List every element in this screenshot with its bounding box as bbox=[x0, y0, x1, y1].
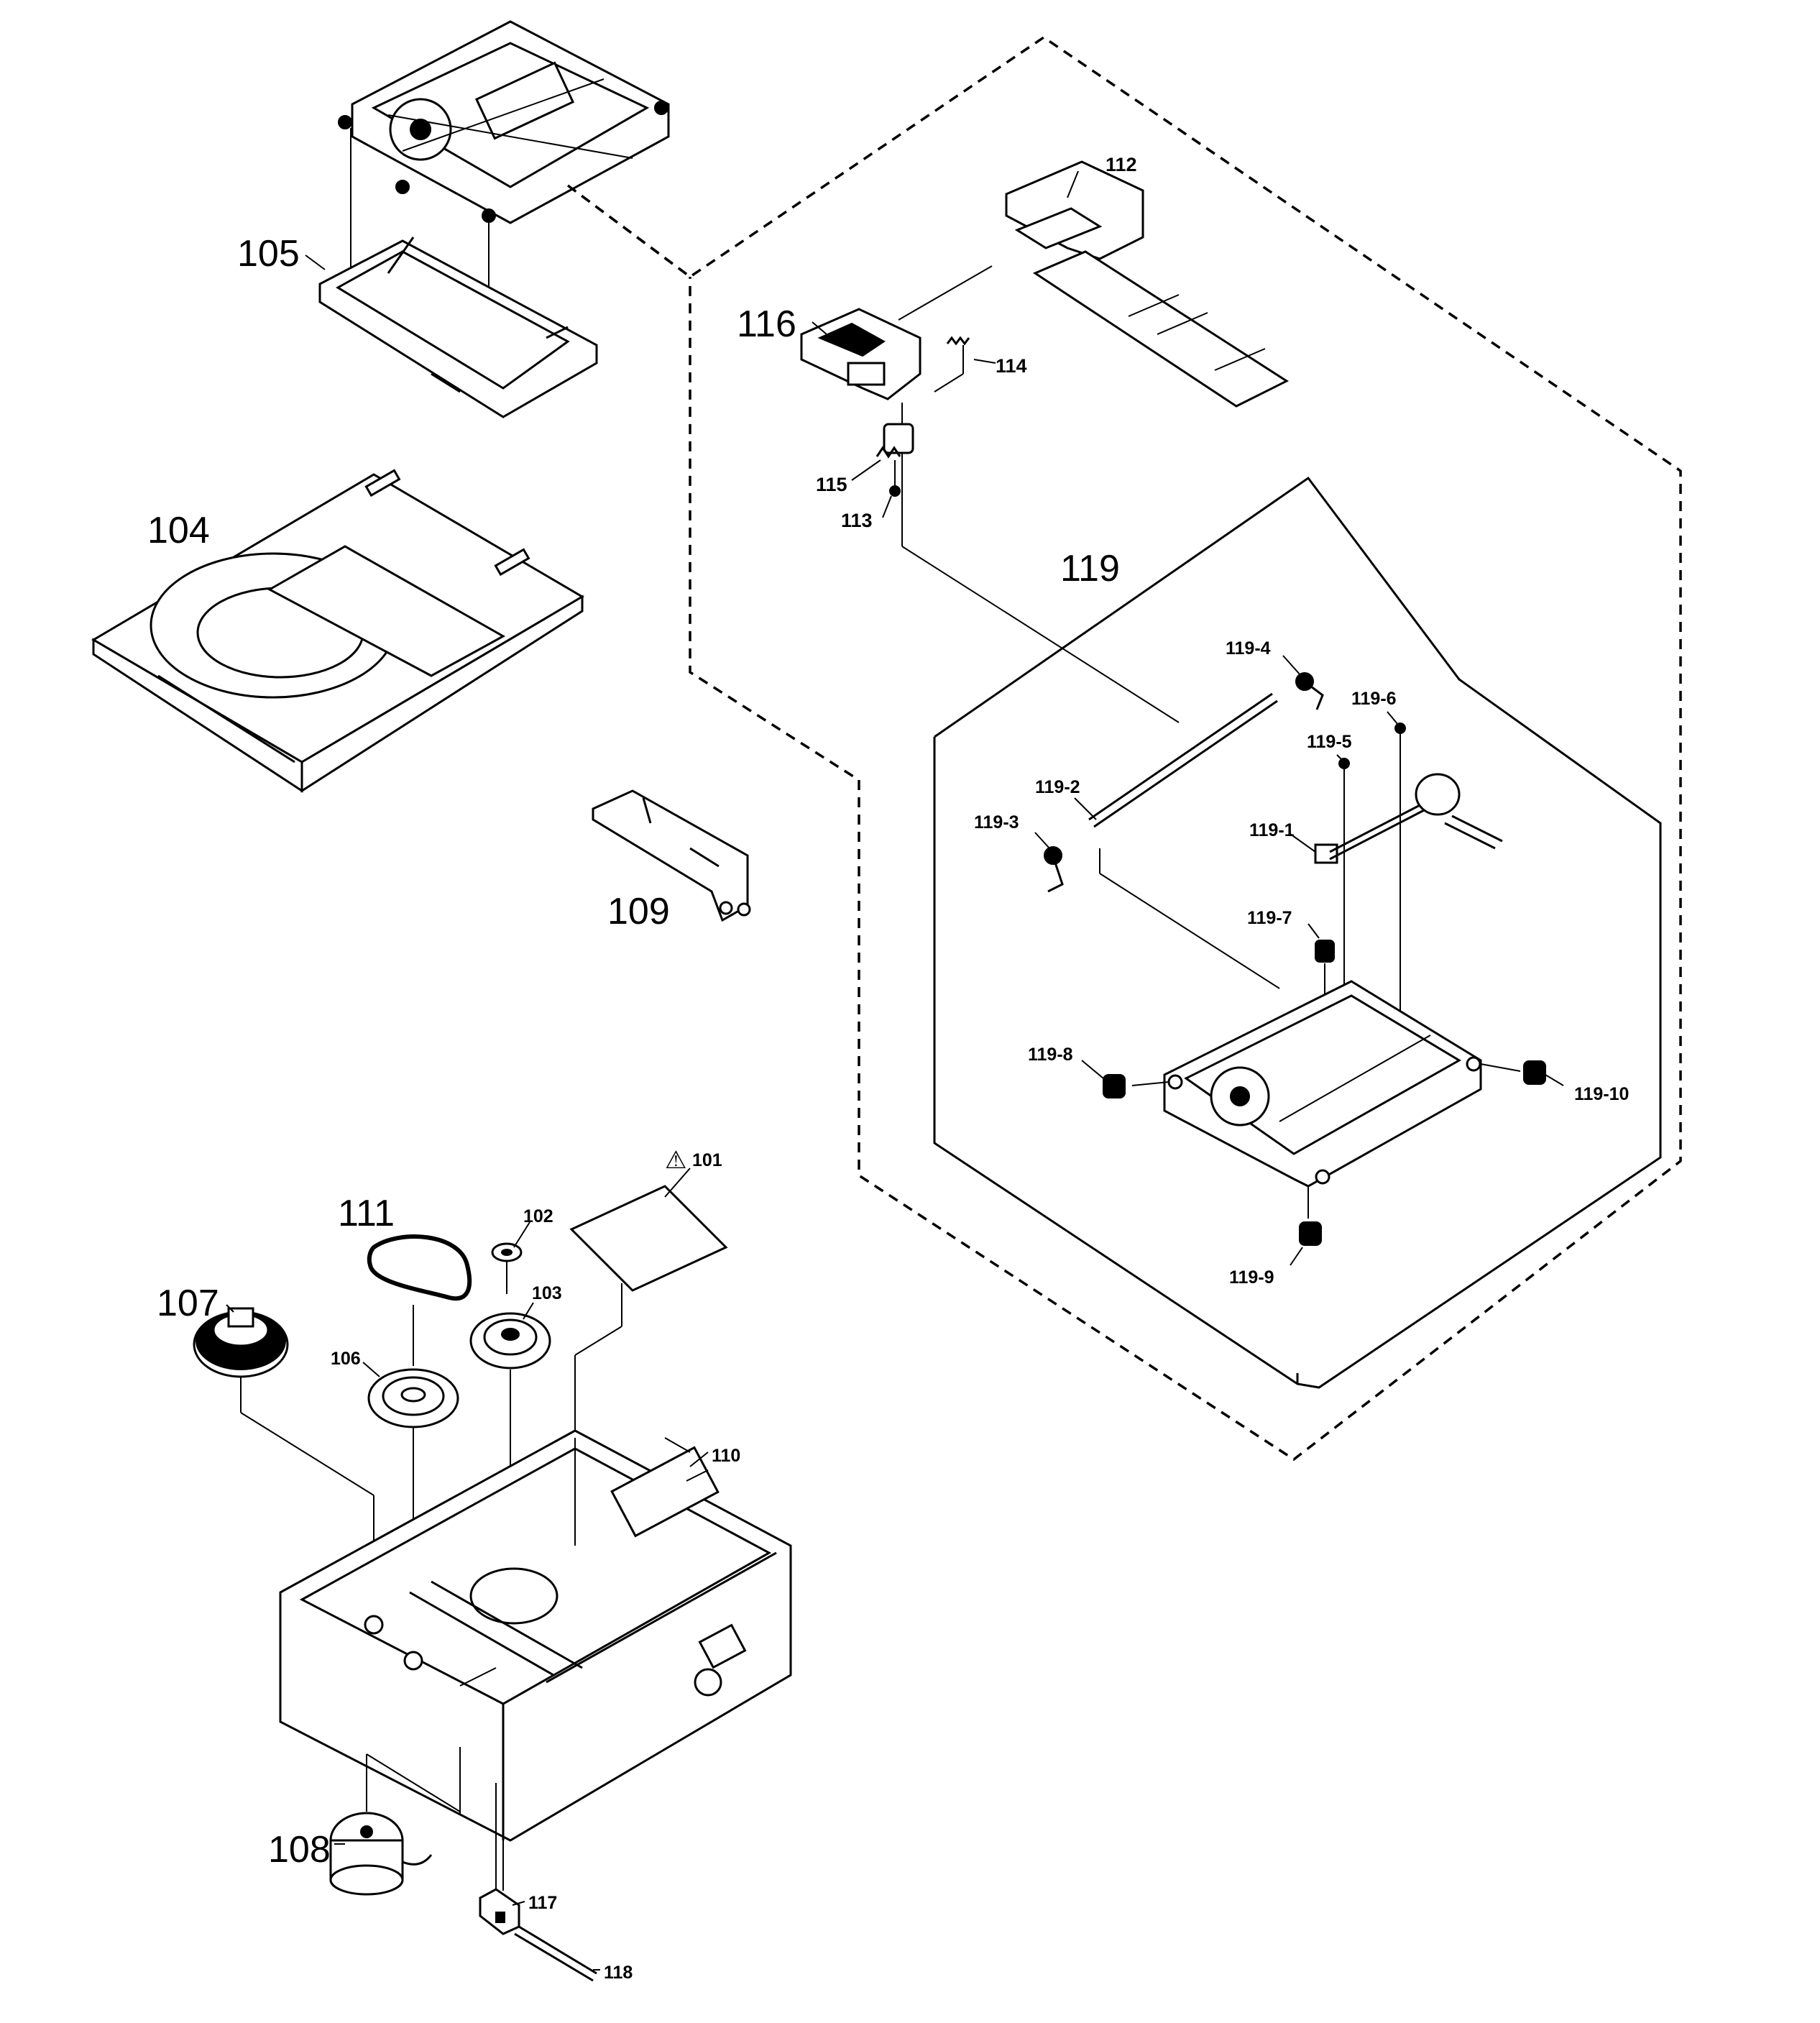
label-107: 107 bbox=[157, 1283, 219, 1324]
label-116: 116 bbox=[737, 303, 796, 345]
assembly-119-frame bbox=[933, 476, 1662, 1389]
label-119-6: 119-6 bbox=[1351, 689, 1397, 709]
label-117: 117 bbox=[528, 1893, 557, 1913]
part-119-8-damper bbox=[1103, 1074, 1126, 1098]
part-119-7-damper bbox=[1315, 940, 1335, 1021]
part-112-flex-cable bbox=[1005, 160, 1290, 408]
part-105-mechanism bbox=[318, 20, 691, 418]
label-119-5: 119-5 bbox=[1307, 732, 1352, 752]
label-119-8: 119-8 bbox=[1028, 1045, 1073, 1065]
part-110-main-chassis bbox=[279, 1429, 792, 1842]
label-110: 110 bbox=[712, 1446, 740, 1466]
label-102: 102 bbox=[523, 1206, 553, 1226]
label-119-10: 119-10 bbox=[1574, 1084, 1629, 1104]
label-119-1: 119-1 bbox=[1249, 820, 1295, 840]
part-119-3-spring bbox=[1044, 846, 1064, 893]
part-119-2-guide-shaft bbox=[1088, 692, 1280, 989]
label-104: 104 bbox=[147, 510, 210, 551]
part-107-pulley-gear bbox=[193, 1307, 374, 1621]
label-109: 109 bbox=[607, 891, 670, 932]
part-102-washer bbox=[491, 1242, 523, 1294]
part-104-tray bbox=[91, 469, 584, 793]
part-labels: 105 104 109 116 119 111 107 108 112 114 … bbox=[147, 154, 1629, 1983]
dashed-callout-boundary bbox=[566, 35, 1682, 1462]
label-105: 105 bbox=[237, 233, 300, 275]
label-101: 101 bbox=[692, 1150, 722, 1170]
label-119-4: 119-4 bbox=[1226, 638, 1271, 659]
part-118-wire bbox=[514, 1925, 597, 1982]
part-119-9-damper bbox=[1299, 1221, 1322, 1246]
label-112: 112 bbox=[1106, 154, 1137, 175]
part-103-gear bbox=[469, 1312, 551, 1574]
label-119-7: 119-7 bbox=[1247, 908, 1292, 928]
part-115-113-fasteners bbox=[875, 423, 914, 497]
part-109-bracket bbox=[592, 789, 751, 922]
part-108-motor bbox=[329, 1747, 461, 1896]
label-111: 111 bbox=[338, 1193, 395, 1234]
label-119: 119 bbox=[1060, 548, 1120, 590]
label-106: 106 bbox=[331, 1349, 361, 1369]
label-113: 113 bbox=[841, 510, 873, 531]
part-111-belt bbox=[367, 1234, 472, 1366]
part-119-10-damper bbox=[1523, 1060, 1546, 1085]
label-118: 118 bbox=[604, 1963, 633, 1983]
warning-icon: ⚠ bbox=[665, 1147, 686, 1174]
part-119-1-sled-motor bbox=[1314, 773, 1503, 864]
label-108: 108 bbox=[268, 1829, 331, 1871]
label-leaders bbox=[226, 170, 1564, 1971]
part-119-traverse-chassis bbox=[1131, 980, 1521, 1219]
part-116-optical-pickup bbox=[800, 265, 1180, 723]
part-114-spring bbox=[934, 336, 970, 393]
label-119-9: 119-9 bbox=[1229, 1267, 1274, 1288]
part-119-4-spring bbox=[1295, 672, 1324, 710]
part-106-pulley bbox=[367, 1368, 459, 1653]
label-115: 115 bbox=[816, 474, 847, 495]
label-119-2: 119-2 bbox=[1035, 777, 1080, 797]
label-103: 103 bbox=[532, 1283, 562, 1303]
label-114: 114 bbox=[996, 355, 1027, 377]
label-119-3: 119-3 bbox=[974, 812, 1019, 832]
